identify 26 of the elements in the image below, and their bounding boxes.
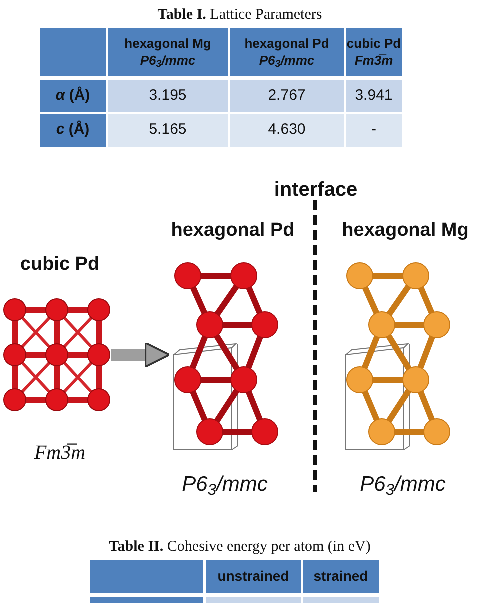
arrow [111,342,171,368]
heading: interface [273,178,359,202]
space-group-label: P6$_{3}$/mmc [359,472,447,500]
heading: hexagonal Mg [341,218,470,243]
table-cell: 3.941 [346,80,402,112]
column-header: strained [303,560,379,593]
column-header: hexagonal Mg P6$_{3}$/mmc [108,28,228,76]
picture [4,298,110,412]
picture [346,262,450,450]
table-title: Table I. Lattice Parameters [156,6,324,25]
table-cell: 4.630 [230,114,344,147]
table-cell: 2.767 [230,80,344,112]
heading: hexagonal Pd [170,218,296,243]
table-cell: - [346,114,402,147]
column-header: cubic Pd Fm3̅m [346,28,402,76]
row-header: α (Å) [40,80,106,112]
picture [174,262,278,450]
column-header: hexagonal Pd P6$_{3}$/mmc [230,28,344,76]
space-group-label: P6$_{3}$/mmc [181,472,269,500]
table-title: Table II. Cohesive energy per atom (in eV) [108,538,372,557]
table-cell: 3.195 [108,80,228,112]
heading: cubic Pd [19,252,101,277]
space-group-label: Fm3̅m [33,441,87,466]
row-header: c (Å) [40,114,106,147]
column-header: unstrained [206,560,301,593]
table-cell: 5.165 [108,114,228,147]
